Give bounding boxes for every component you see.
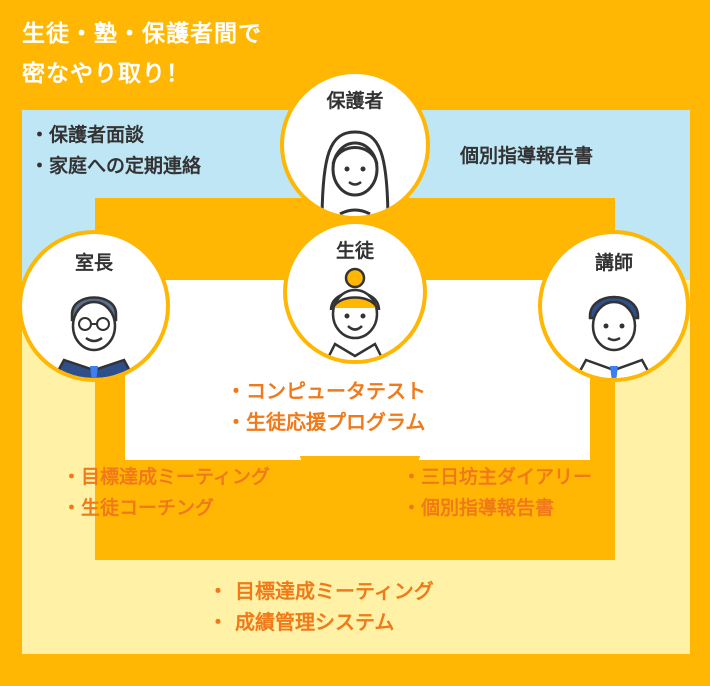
all-parties-list: ・ 目標達成ミーティング ・ 成績管理システム <box>208 576 434 638</box>
manager-student-list: ・目標達成ミーティング ・生徒コーチング <box>62 462 270 524</box>
list-item: ・コンピュータテスト <box>226 379 426 403</box>
parent-label: 保護者 <box>326 90 384 112</box>
title-line-1: 生徒・塾・保護者間で <box>22 21 262 47</box>
list-item: ・生徒応援プログラム <box>226 410 426 434</box>
list-item: ・生徒コーチング <box>62 497 215 519</box>
list-item: ・ 目標達成ミーティング <box>208 579 434 603</box>
list-item: ・家庭への定期連絡 <box>30 155 202 177</box>
woman-icon <box>320 130 390 216</box>
list-item: ・保護者面談 <box>30 124 145 146</box>
list-item: ・三日坊主ダイアリー <box>402 466 593 488</box>
wedge-shape <box>300 456 420 540</box>
teacher-label: 講師 <box>594 252 633 274</box>
teacher-man-icon <box>574 295 654 378</box>
list-item: ・ 成績管理システム <box>208 610 395 634</box>
student-avatar: 生徒 <box>283 220 427 364</box>
teacher-avatar: 講師 <box>538 230 690 382</box>
student-girl-icon <box>325 267 385 360</box>
parent-school-list: ・保護者面談 ・家庭への定期連絡 <box>30 120 201 182</box>
list-item: ・個別指導報告書 <box>402 497 555 519</box>
manager-label: 室長 <box>74 252 113 274</box>
parent-avatar: 保護者 <box>280 70 430 220</box>
student-label: 生徒 <box>335 240 374 262</box>
manager-avatar: 室長 <box>18 230 170 382</box>
manager-man-icon <box>52 296 136 378</box>
page-title: 生徒・塾・保護者間で 密なやり取り！ <box>22 14 262 94</box>
title-line-2: 密なやり取り！ <box>22 61 190 87</box>
teacher-student-list: ・三日坊主ダイアリー ・個別指導報告書 <box>402 462 592 524</box>
student-tools-list: ・コンピュータテスト ・生徒応援プログラム <box>226 376 426 438</box>
list-item: ・目標達成ミーティング <box>62 466 270 488</box>
teacher-parent-report: 個別指導報告書 <box>460 145 594 167</box>
student-tools-panel <box>220 360 496 456</box>
